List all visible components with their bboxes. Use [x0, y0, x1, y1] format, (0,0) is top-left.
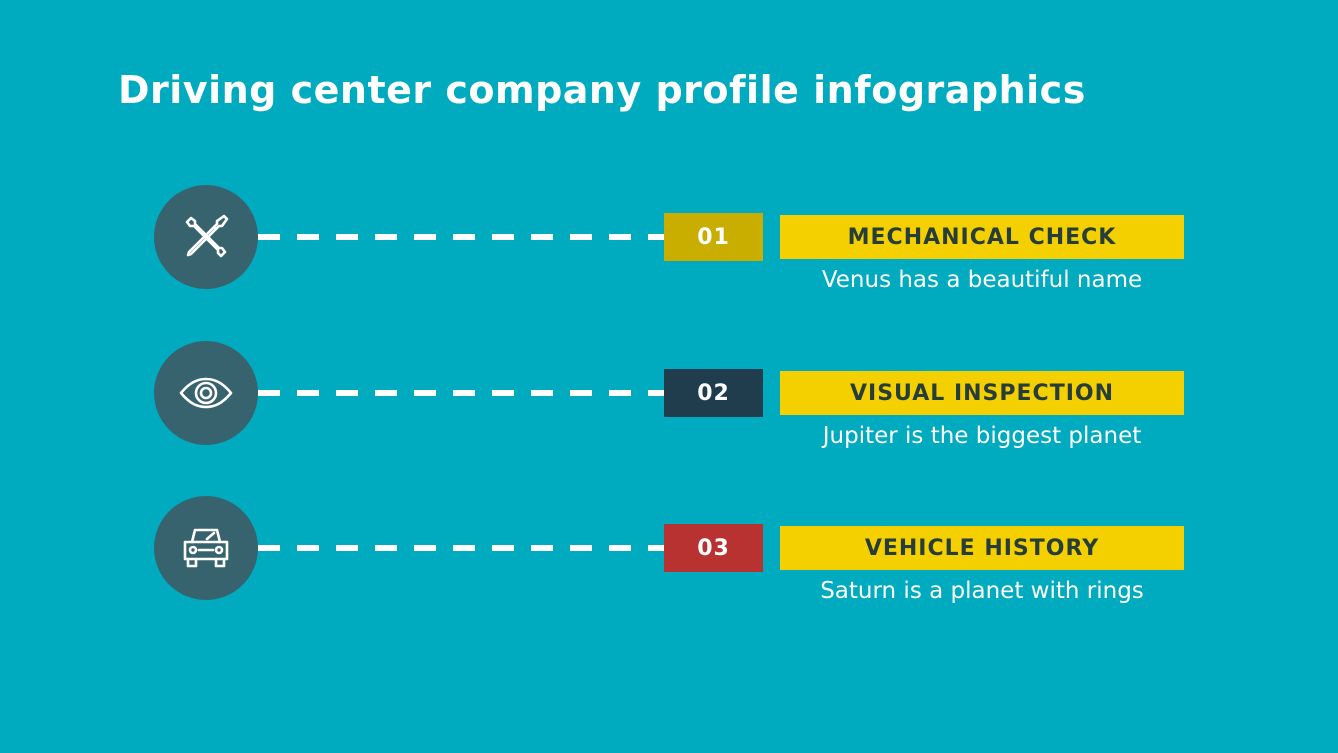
item-description: Venus has a beautiful name — [821, 267, 1143, 293]
icon-circle — [154, 185, 258, 289]
car-icon — [183, 528, 229, 568]
dashed-connector — [258, 234, 665, 240]
item-label: VISUAL INSPECTION — [780, 371, 1184, 415]
number-badge: 02 — [664, 369, 763, 417]
number-badge: 01 — [664, 213, 763, 261]
number-badge: 03 — [664, 524, 763, 572]
tools-icon — [185, 214, 229, 258]
item-description: Saturn is a planet with rings — [820, 578, 1144, 604]
dashed-connector — [258, 545, 665, 551]
icon-circle — [154, 496, 258, 600]
item-label: MECHANICAL CHECK — [780, 215, 1184, 259]
dashed-connector — [258, 390, 665, 396]
item-row-1: 01 MECHANICAL CHECK Venus has a beautifu… — [0, 185, 1338, 295]
item-description: Jupiter is the biggest planet — [822, 423, 1142, 449]
item-row-2: 02 VISUAL INSPECTION Jupiter is the bigg… — [0, 341, 1338, 451]
item-row-3: 03 VEHICLE HISTORY Saturn is a planet wi… — [0, 496, 1338, 606]
icon-circle — [154, 341, 258, 445]
page-title: Driving center company profile infograph… — [118, 68, 1086, 112]
eye-icon — [179, 377, 233, 409]
item-label: VEHICLE HISTORY — [780, 526, 1184, 570]
